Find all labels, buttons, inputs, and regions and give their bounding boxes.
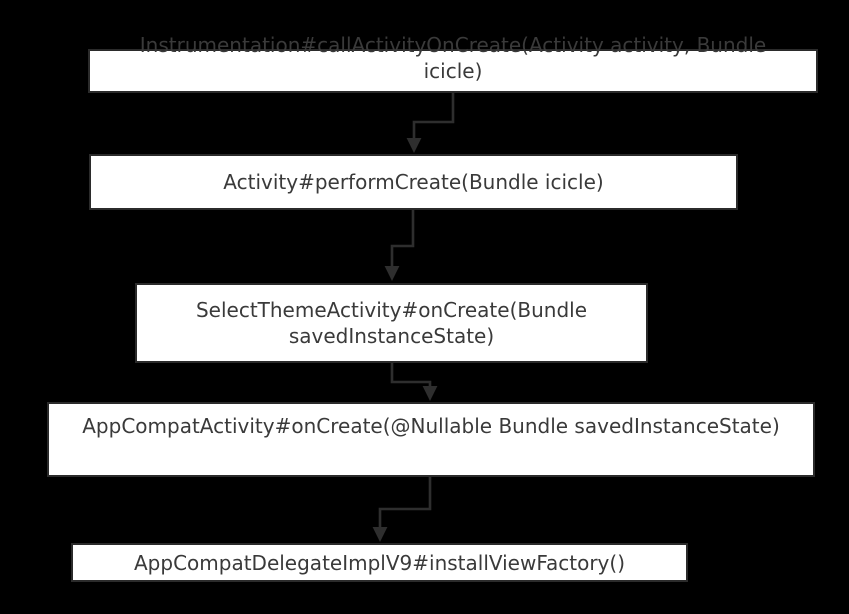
arrow-line	[378, 475, 432, 528]
node-label: AppCompatActivity#onCreate(@Nullable Bun…	[49, 413, 813, 439]
arrowhead-icon	[422, 386, 438, 401]
node-label: Instrumentation#callActivityOnCreate(Act…	[90, 32, 816, 84]
node-appCompatDelegateImplV9-installViewFactory: AppCompatDelegateImplV9#installViewFacto…	[71, 543, 688, 582]
node-instrumentation-callActivityOnCreate: Instrumentation#callActivityOnCreate(Act…	[88, 33, 818, 93]
label-line-2: savedInstanceState)	[288, 324, 495, 348]
edge-arrow-3	[390, 361, 438, 401]
arrowhead-icon	[372, 527, 388, 542]
arrow-line	[390, 208, 415, 267]
node-label: AppCompatDelegateImplV9#installViewFacto…	[73, 550, 686, 576]
edge-arrow-1	[406, 91, 455, 153]
label-line-1: AppCompatActivity#onCreate(@Nullable Bun…	[82, 414, 780, 438]
arrowhead-icon	[384, 266, 400, 281]
node-activity-performCreate: Activity#performCreate(Bundle icicle)	[89, 154, 738, 210]
node-selectThemeActivity-onCreate: SelectThemeActivity#onCreate(Bundle save…	[135, 283, 648, 363]
edge-arrow-2	[384, 208, 415, 281]
node-appCompatActivity-onCreate: AppCompatActivity#onCreate(@Nullable Bun…	[47, 402, 815, 477]
label-line-1: SelectThemeActivity#onCreate(Bundle	[195, 298, 588, 322]
label-line-1: Activity#performCreate(Bundle icicle)	[223, 170, 604, 194]
arrow-line	[390, 361, 432, 387]
label-line-1: Instrumentation#callActivityOnCreate(Act…	[139, 33, 767, 57]
node-label: Activity#performCreate(Bundle icicle)	[91, 169, 736, 195]
arrowhead-icon	[406, 138, 422, 153]
node-label: SelectThemeActivity#onCreate(Bundle save…	[137, 297, 646, 349]
edge-arrow-4	[372, 475, 432, 542]
label-line-1: AppCompatDelegateImplV9#installViewFacto…	[134, 550, 625, 575]
label-line-2: icicle)	[423, 59, 483, 83]
arrow-line	[412, 91, 455, 139]
